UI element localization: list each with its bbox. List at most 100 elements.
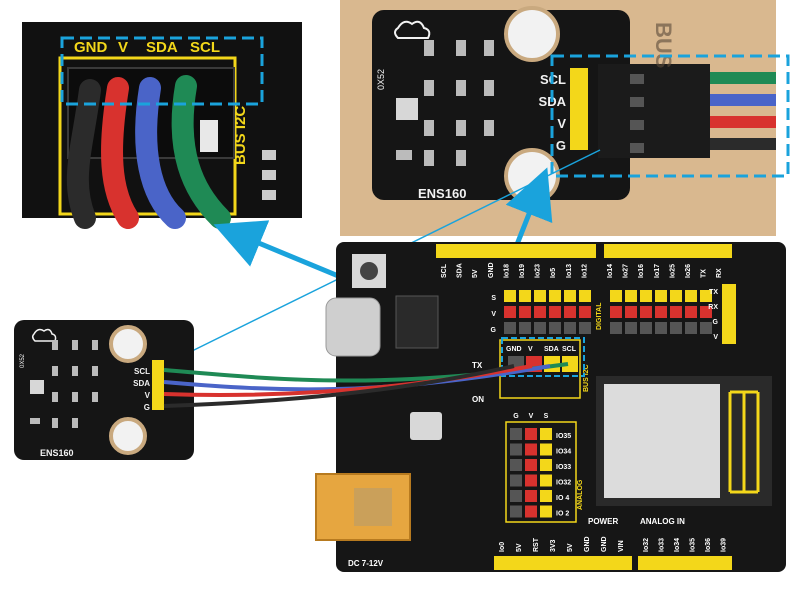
digital-pin	[610, 290, 622, 302]
smd-part	[262, 190, 276, 200]
analog-pin	[525, 490, 537, 502]
digital-pin	[579, 306, 591, 318]
analog-pin	[525, 459, 537, 471]
dupont-housing	[598, 64, 710, 158]
digital-pin	[685, 290, 697, 302]
row-label: V	[491, 311, 496, 318]
top-header-label: GND	[488, 262, 495, 278]
bottom-header-label: GND	[601, 536, 608, 552]
digital-pin	[670, 322, 682, 334]
photo-left-bus-label: BUS I2C	[232, 106, 249, 165]
led-label-on: ON	[472, 395, 484, 404]
top-header-label: Io17	[654, 264, 661, 278]
dc-jack-barrel	[354, 488, 392, 526]
analog-pin	[525, 505, 537, 518]
digital-pin	[610, 322, 622, 334]
top-header-strip	[436, 244, 596, 258]
analog-pin	[540, 505, 552, 518]
photo-left-header-label: SDA	[146, 39, 178, 56]
sensor-chip	[396, 98, 418, 120]
top-header-label: TX	[701, 269, 708, 278]
sensor-pin-label: SCL	[134, 367, 150, 376]
sensor-pin-label: SDA	[133, 379, 150, 388]
analog-pin-label: IO34	[556, 449, 571, 456]
smd-components	[396, 40, 494, 166]
dupont-pins	[630, 74, 644, 153]
analog-column-label: G	[513, 413, 519, 420]
callout-box-left	[60, 36, 264, 106]
digital-pin	[685, 322, 697, 334]
digital-pin	[610, 306, 622, 318]
connector-tab	[200, 120, 218, 152]
esp32-shield-can	[604, 384, 720, 498]
analog-in-header-strip	[638, 556, 732, 570]
top-header-label: Io19	[519, 264, 526, 278]
top-header-label: Io23	[535, 264, 542, 278]
digital-pin	[519, 290, 531, 302]
digital-pin	[504, 306, 516, 318]
digital-pin	[504, 290, 516, 302]
wire-black	[66, 79, 101, 229]
cloud-logo-icon	[31, 328, 57, 342]
wire-blue	[135, 77, 186, 229]
top-header-label: Io5	[550, 268, 557, 278]
analog-pin	[510, 505, 522, 518]
analog-pin	[540, 428, 552, 440]
analog-pin	[540, 490, 552, 502]
bottom-header-label: VIN	[618, 540, 625, 552]
photo-right-module-name: ENS160	[418, 186, 466, 201]
digital-pin	[640, 290, 652, 302]
bottom-header-label: GND	[584, 536, 591, 552]
dc-label: DC 7-12V	[348, 559, 384, 568]
digital-pin	[534, 322, 546, 334]
digital-pin	[625, 290, 637, 302]
digital-pin	[700, 322, 712, 334]
top-header-label: SCL	[441, 263, 448, 278]
bottom-header-label: Io0	[499, 542, 506, 552]
pcb-antenna	[728, 390, 760, 494]
bottom-header-label: 3V3	[550, 539, 557, 552]
callout-box-right	[550, 54, 790, 178]
analog-pin	[525, 474, 537, 487]
right-side-label: G	[713, 319, 719, 326]
digital-pin	[549, 290, 561, 302]
bottom-header-label: Io35	[690, 538, 697, 552]
analog-pin	[525, 428, 537, 440]
digital-pin	[579, 322, 591, 334]
digital-pin	[564, 290, 576, 302]
digital-pin	[685, 306, 697, 318]
photo-right-edge-text: BUS	[651, 22, 676, 68]
analog-pin	[540, 459, 552, 471]
sensor-pin-label: V	[145, 391, 151, 400]
top-header-label: 5V	[472, 269, 479, 278]
analog-pin-columns	[510, 428, 552, 518]
voltage-regulator	[410, 412, 442, 440]
digital-pin	[549, 322, 561, 334]
digital-pin	[579, 290, 591, 302]
top-header-label: Io13	[566, 264, 573, 278]
analog-column-label: V	[529, 413, 534, 420]
yellow-pin-header	[570, 68, 588, 150]
analog-pin	[510, 459, 522, 471]
sensor-pin-label: G	[144, 403, 150, 412]
row-label: G	[491, 327, 497, 334]
digital-pin	[519, 306, 531, 318]
digital-pin	[534, 290, 546, 302]
reset-button-cap	[360, 262, 378, 280]
sensor-pin-labels: SCL SDA VG	[133, 367, 151, 412]
digital-pin	[640, 322, 652, 334]
digital-pin	[700, 290, 712, 302]
sensor-chip	[30, 380, 44, 394]
row-label: S	[491, 295, 496, 302]
top-header-strip	[604, 244, 732, 258]
i2c-header-label: V	[528, 346, 533, 353]
